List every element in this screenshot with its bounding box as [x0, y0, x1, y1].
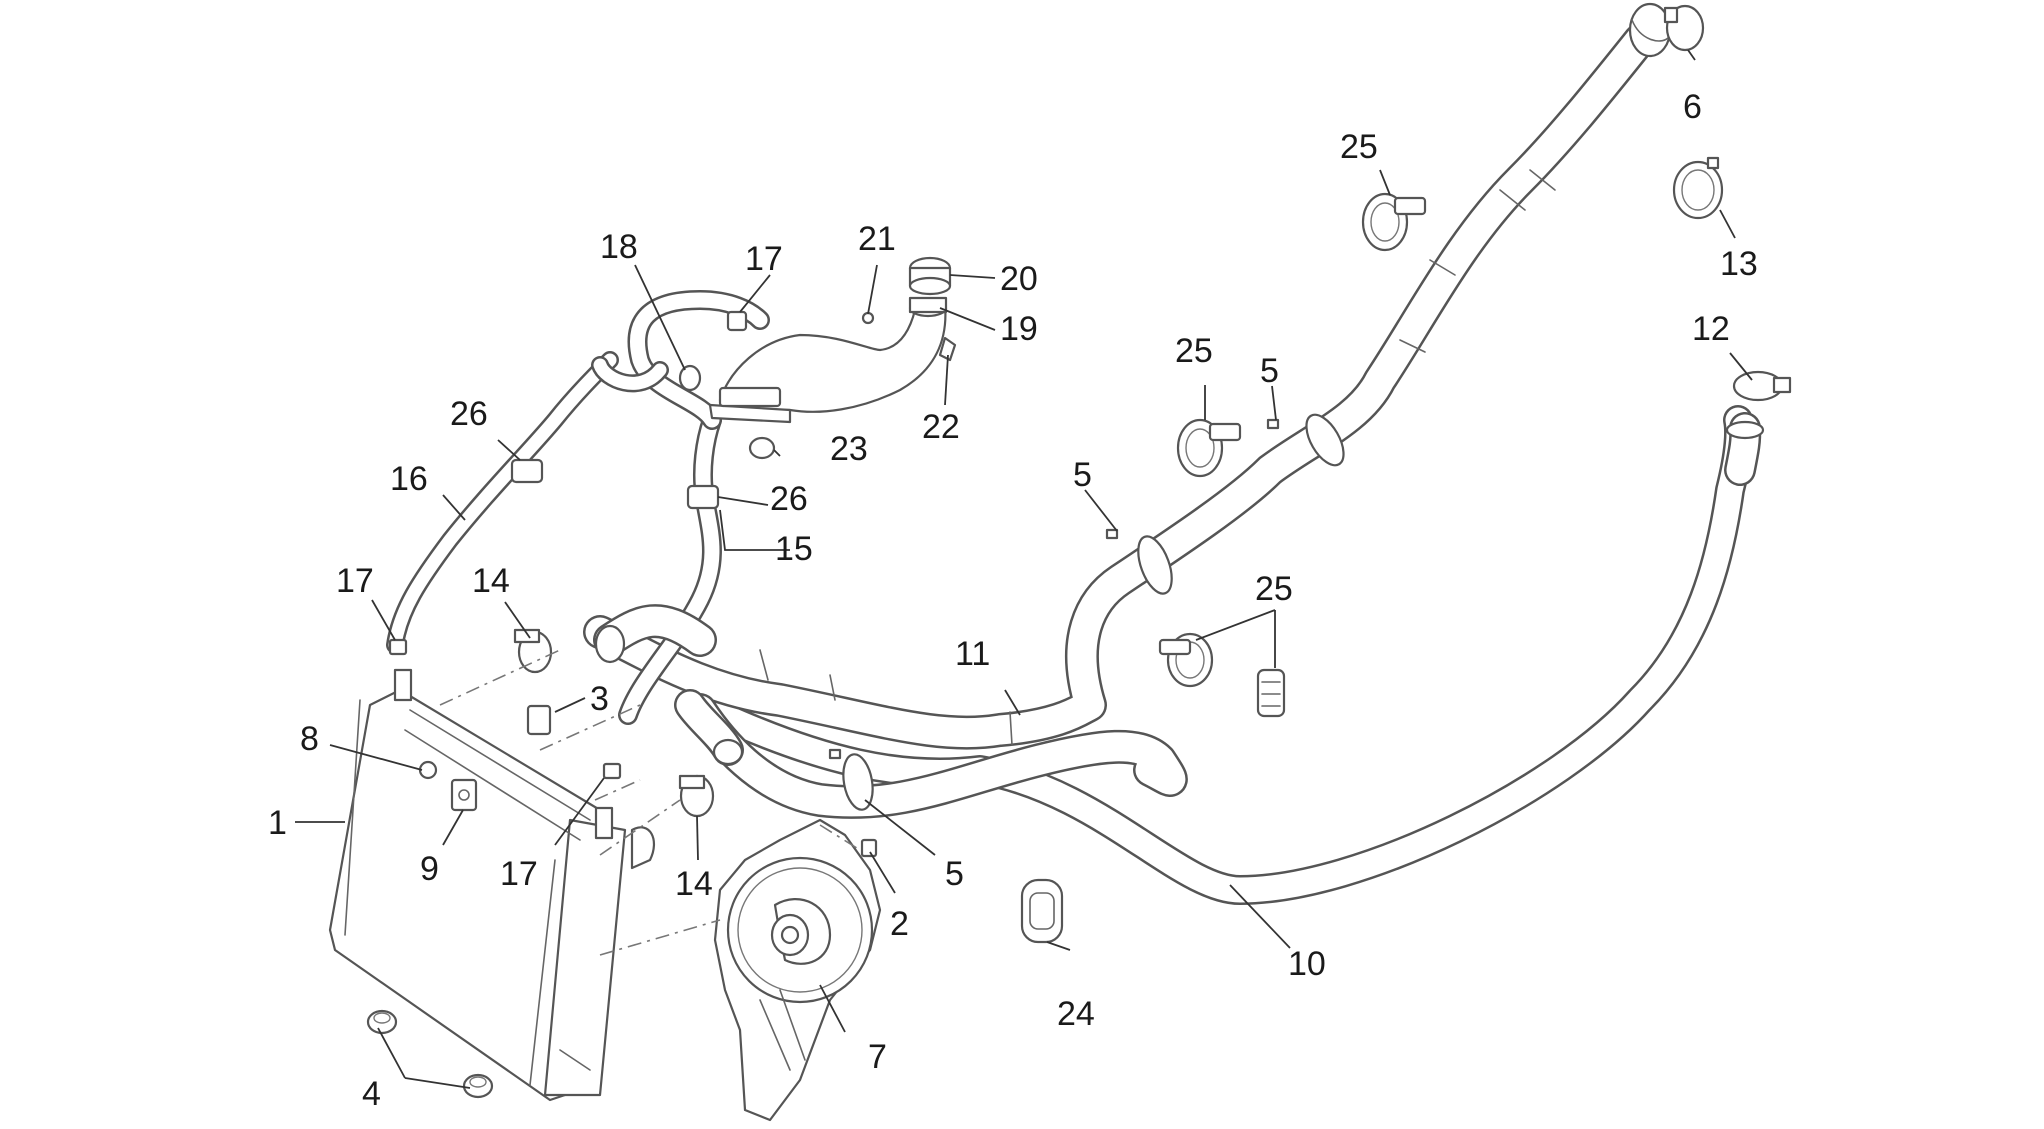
clamp-25-middle — [1176, 418, 1242, 478]
clamp-14-upper — [513, 628, 553, 674]
callout-18: 18 — [600, 228, 638, 266]
leader-lines — [295, 49, 1753, 1089]
callout-12: 12 — [1692, 310, 1730, 348]
cooling-fan — [713, 818, 882, 1122]
callout-5-middle: 5 — [1073, 456, 1092, 494]
bolt-2 — [860, 838, 878, 858]
callout-24: 24 — [1057, 995, 1095, 1033]
hose-15 — [618, 410, 722, 725]
clamp-25-lower-left — [1158, 632, 1214, 688]
callout-9: 9 — [420, 850, 439, 888]
callout-23: 23 — [830, 430, 868, 468]
callout-14-upper: 14 — [472, 562, 510, 600]
callout-22: 22 — [922, 408, 960, 446]
bracket-3 — [526, 704, 552, 736]
hose-6-end — [1628, 2, 1672, 58]
callout-14-lower: 14 — [675, 865, 713, 903]
bracket-9 — [450, 778, 478, 812]
clamp-5-middle — [1105, 528, 1173, 595]
callout-25-lower: 25 — [1255, 570, 1293, 608]
hose-16 — [386, 351, 669, 654]
callout-25-top: 25 — [1340, 128, 1378, 166]
callout-26-right: 26 — [770, 480, 808, 518]
callout-10: 10 — [1288, 945, 1326, 983]
clamp-6 — [1663, 4, 1705, 52]
part-24 — [1020, 878, 1064, 944]
callout-16: 16 — [390, 460, 428, 498]
hose-12-end — [1724, 412, 1765, 486]
clamp-5-upper — [1266, 413, 1345, 467]
callouts: 1 2 3 4 5 5 5 6 7 8 9 10 11 12 13 14 14 … — [268, 88, 1758, 1113]
screw-21 — [861, 311, 875, 325]
grommet-4-left — [366, 1009, 398, 1035]
bolt-8 — [418, 760, 438, 780]
plug-18 — [678, 364, 702, 392]
clamp-12 — [1732, 370, 1792, 402]
callout-19: 19 — [1000, 310, 1038, 348]
hose-11 — [583, 23, 1657, 750]
clip-22 — [938, 336, 957, 362]
callout-3: 3 — [590, 680, 609, 718]
clamp-26-left — [510, 458, 544, 484]
grommet-4-right — [462, 1073, 494, 1099]
callout-4: 4 — [362, 1075, 381, 1113]
hose-18-loop — [627, 290, 770, 430]
callout-26-left: 26 — [450, 395, 488, 433]
callout-15: 15 — [775, 530, 813, 568]
clamp-25-lower-right — [1256, 668, 1286, 718]
connector-17-radiator-top — [388, 638, 408, 656]
callout-1: 1 — [268, 804, 287, 842]
callout-5-lower: 5 — [945, 855, 964, 893]
hose-radiator-inlet — [593, 604, 717, 664]
callout-17-reservoir: 17 — [745, 240, 783, 278]
hose-segment-marks — [759, 169, 1556, 746]
hose-elbow-lower — [683, 693, 1188, 819]
callout-8: 8 — [300, 720, 319, 758]
callout-17-radiator: 17 — [500, 855, 538, 893]
callout-25-middle: 25 — [1175, 332, 1213, 370]
callout-2: 2 — [890, 905, 909, 943]
hose-elbow-pump — [674, 689, 744, 766]
callout-21: 21 — [858, 220, 896, 258]
clamp-14-lower — [678, 774, 715, 818]
cap-20 — [908, 256, 952, 296]
clamp-5-lower — [828, 748, 874, 811]
clamp-13 — [1672, 156, 1724, 220]
connector-17-reservoir — [726, 310, 748, 332]
callout-5-upper: 5 — [1260, 352, 1279, 390]
callout-17-left: 17 — [336, 562, 374, 600]
callout-11: 11 — [955, 635, 990, 673]
clamp-26-right — [686, 484, 720, 510]
callout-7: 7 — [868, 1038, 887, 1076]
assembly-lines — [439, 649, 861, 956]
callout-6: 6 — [1683, 88, 1702, 126]
clamp-25-top — [1361, 192, 1427, 252]
callout-13: 13 — [1720, 245, 1758, 283]
connector-17-radiator-mid — [602, 762, 622, 780]
filler-neck-19 — [908, 296, 948, 318]
grommet-23 — [748, 436, 776, 460]
radiator — [328, 668, 655, 1102]
callout-20: 20 — [1000, 260, 1038, 298]
